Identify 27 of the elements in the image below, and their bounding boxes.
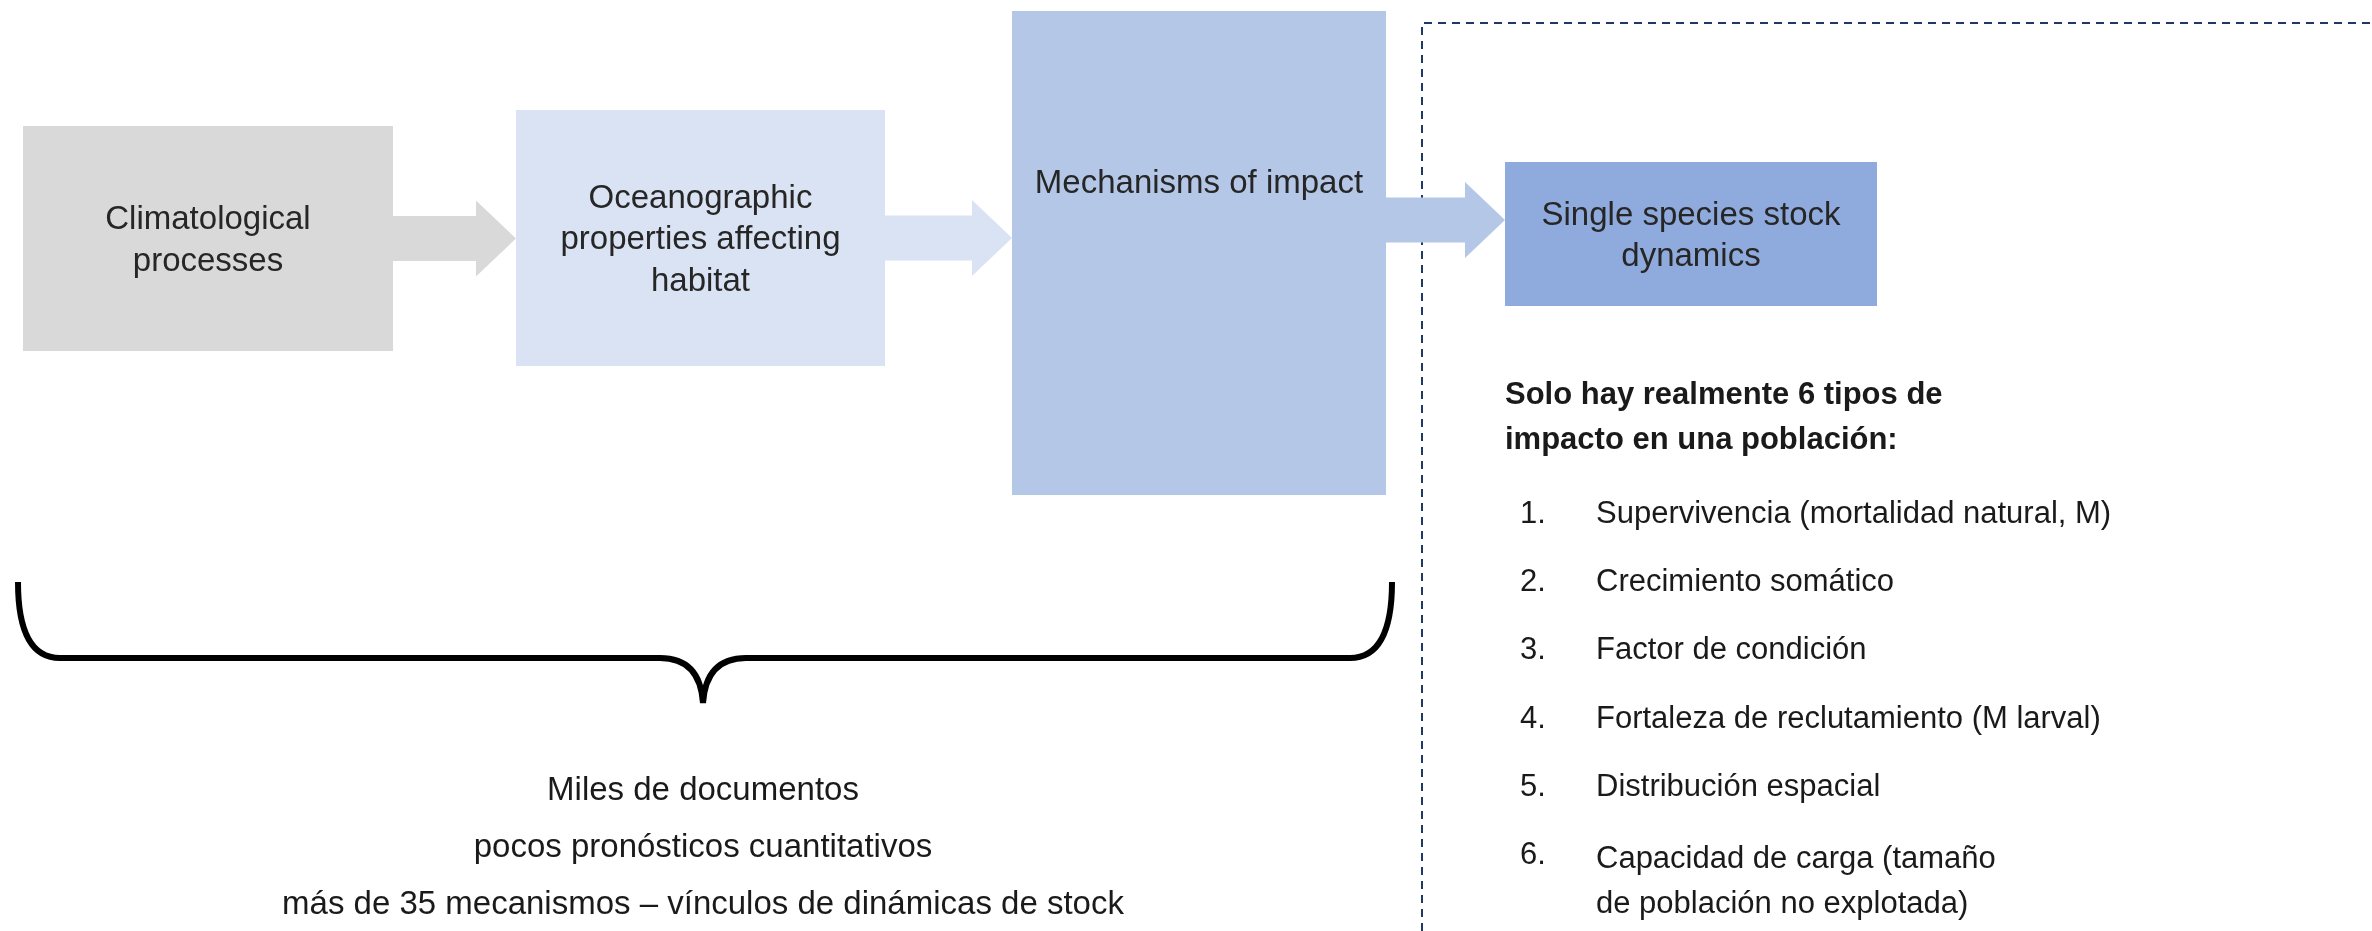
box-label: Single species stock dynamics [1540, 193, 1842, 275]
block-arrow [393, 200, 516, 277]
process-box [1505, 162, 1877, 306]
list-item: Supervivencia (mortalidad natural, M) [1596, 495, 2112, 531]
summary-text: Miles de documentos [547, 770, 859, 808]
list-item: Factor de condición [1596, 631, 1867, 667]
list-item: Fortaleza de reclutamiento (M larval) [1596, 700, 2101, 736]
block-arrow [1386, 182, 1505, 258]
list-item: Capacidad de carga (tamaño de población no explotada) [1596, 839, 1997, 922]
process-box [1012, 11, 1386, 495]
list-item: Crecimiento somático [1596, 563, 1895, 599]
process-box [23, 126, 393, 351]
block-arrow [885, 200, 1012, 276]
list-number: 2. [1520, 563, 1546, 599]
list-number: 3. [1520, 631, 1546, 667]
list-heading: Solo hay realmente 6 tipos de impacto en una población: [1505, 375, 1944, 458]
list-number: 4. [1520, 700, 1546, 736]
summary-text: pocos pronósticos cuantitativos [473, 827, 933, 865]
summary-text: más de 35 mecanismos – vínculos de dinámicas de stock [282, 884, 1124, 922]
list-number: 5. [1520, 768, 1546, 804]
box-label: Climatological processes [104, 198, 312, 280]
box-label: Mechanisms of impact [1034, 162, 1364, 202]
list-item: Distribución espacial [1596, 768, 1881, 804]
process-box [516, 110, 885, 366]
list-number: 1. [1520, 495, 1546, 531]
box-label: Oceanographic properties affecting habitat [559, 177, 842, 300]
list-number: 6. [1520, 836, 1546, 872]
